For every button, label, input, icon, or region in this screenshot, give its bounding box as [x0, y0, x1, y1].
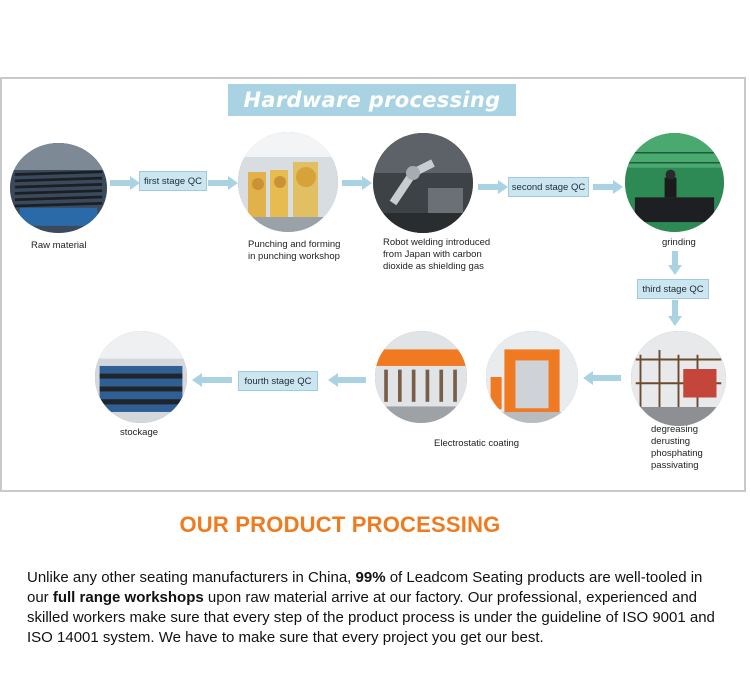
grinding-photo — [625, 133, 724, 232]
arrow-coating-to-fourth-qc — [328, 373, 366, 387]
description-paragraph: Unlike any other seating manufacturers i… — [27, 568, 717, 648]
para-text-1: Unlike any other seating manufacturers i… — [27, 569, 356, 586]
caption-punching: Punching and forming in punching worksho… — [248, 239, 341, 262]
stockage-photo — [95, 331, 187, 423]
raw-material-photo — [10, 143, 107, 233]
welding-photo — [373, 133, 473, 233]
coating-photo-line — [375, 331, 467, 423]
second-stage-qc-box: second stage QC — [508, 177, 589, 197]
first-stage-qc-box: first stage QC — [139, 171, 207, 191]
fourth-stage-qc-box: fourth stage QC — [238, 371, 318, 391]
arrow-degreasing-to-coating — [583, 371, 621, 385]
para-text-3: upon raw material arrive at our factory.… — [27, 589, 715, 646]
caption-welding: Robot welding introduced from Japan with… — [383, 237, 491, 272]
caption-grinding: grinding — [662, 237, 696, 248]
arrow-second-qc-to-grinding — [593, 180, 623, 194]
third-stage-qc-box: third stage QC — [637, 279, 709, 299]
arrow-first-qc-to-punching — [208, 176, 238, 190]
caption-electrostatic-coating: Electrostatic coating — [434, 438, 520, 449]
coating-photo-booth — [486, 331, 578, 423]
arrow-raw-to-first-qc — [110, 176, 140, 190]
caption-raw-material: Raw material — [31, 240, 87, 251]
caption-stockage: stockage — [120, 427, 159, 438]
para-bold-99-percent: 99% — [355, 569, 386, 586]
arrow-grinding-to-third-qc — [668, 251, 682, 275]
hardware-processing-banner: Hardware processing — [228, 84, 516, 116]
arrow-fourth-qc-to-stockage — [192, 373, 232, 387]
degreasing-photo — [631, 331, 726, 426]
arrow-third-qc-to-degreasing — [668, 300, 682, 326]
arrow-welding-to-second-qc — [478, 180, 508, 194]
caption-degreasing: degreasing derusting phosphating passiva… — [651, 424, 703, 471]
process-panel — [0, 77, 746, 492]
arrow-punching-to-welding — [342, 176, 372, 190]
para-text-2: of Leadcom Seating products are well-too… — [27, 569, 703, 606]
punching-photo — [238, 132, 338, 232]
section-title: OUR PRODUCT PROCESSING — [179, 512, 501, 537]
para-bold-full-range: full range workshops — [52, 589, 204, 606]
